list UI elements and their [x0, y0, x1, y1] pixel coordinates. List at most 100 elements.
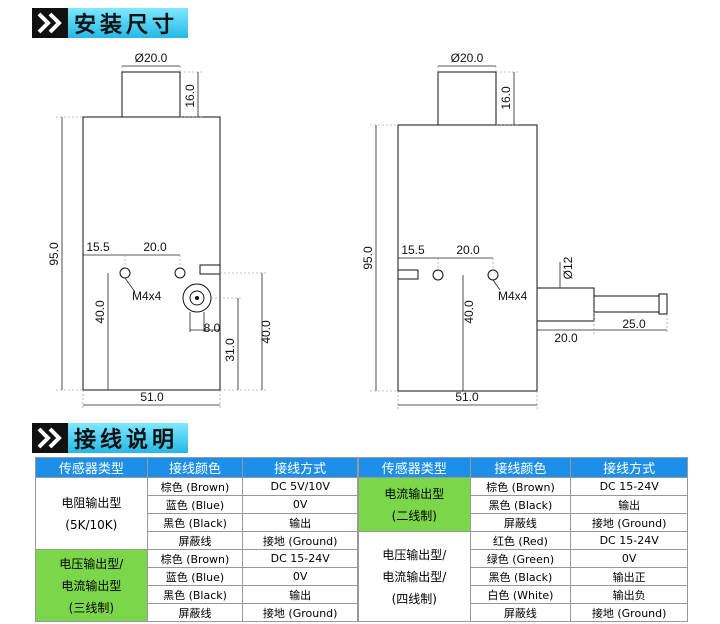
sensor-type-line: (三线制) [68, 600, 115, 615]
right-d20-label: 20.0 [554, 331, 578, 345]
table-row: 白色 (White)输出负 [359, 585, 688, 604]
sensor-type-cell: 电流输出型 (二线制) [358, 477, 471, 532]
wiring-table-right: 传感器类型 接线颜色 接线方式 电流输出型 (二线制) 棕色 (Brown)DC 1… [358, 457, 688, 622]
sensor-type-line: (二线制) [391, 508, 437, 523]
table-row: 屏蔽线接地 (Ground) [359, 603, 688, 622]
right-hole-2 [487, 269, 499, 281]
sensor-type-cell: 电阻输出型 (5K/10K) [35, 477, 148, 550]
wire-color-cell: 黑色 (Black) [469, 567, 572, 586]
table-row: 电流输出型 (二线制) 棕色 (Brown)DC 15-24V [358, 477, 688, 532]
right-dia-cable-label: Ø12 [561, 256, 575, 279]
table-row: 蓝色 (Blue)0V [36, 495, 358, 514]
double-chevron-icon [32, 8, 68, 38]
wiring-cell: 0V [242, 567, 358, 586]
right-cable-gland [536, 287, 595, 322]
left-h40b-label: 40.0 [259, 320, 273, 344]
wiring-cell: 输出正 [570, 567, 688, 586]
wiring-cell: DC 5V/10V [242, 477, 358, 496]
table-row: 黑色 (Black)输出 [359, 495, 688, 514]
wire-color-cell: 屏蔽线 [146, 531, 244, 550]
table-row: 屏蔽线接地 (Ground) [36, 531, 358, 550]
col-sensor-type: 传感器类型 [35, 457, 148, 478]
wiring-cell: 接地 (Ground) [242, 603, 358, 622]
wire-color-cell: 黑色 (Black) [146, 513, 244, 532]
right-hole-label: M4x4 [498, 289, 528, 303]
wiring-header: 接线说明 [32, 423, 189, 453]
col-wire-color: 接线颜色 [146, 457, 244, 478]
wiring-cell: 接地 (Ground) [570, 513, 688, 532]
wire-color-cell: 黑色 (Black) [146, 585, 244, 604]
wire-color-cell: 棕色 (Brown) [146, 549, 244, 568]
left-hole-2 [174, 267, 186, 279]
right-height-label: 95.0 [361, 246, 375, 270]
sensor-type-line: (5K/10K) [65, 517, 118, 532]
wire-color-cell: 黑色 (Black) [469, 495, 572, 514]
wire-color-cell: 红色 (Red) [469, 531, 572, 550]
left-d31-label: 31.0 [223, 338, 237, 362]
table-row: 电压输出型/电流输出型/(四线制)红色 (Red)DC 15-24V [358, 531, 688, 622]
left-h40a-label: 40.0 [93, 300, 107, 324]
right-cable [593, 295, 667, 313]
wiring-cell: DC 15-24V [570, 477, 688, 496]
wire-color-cell: 屏蔽线 [146, 603, 244, 622]
wire-color-cell: 屏蔽线 [469, 513, 572, 532]
wiring-cell: 输出负 [570, 585, 688, 604]
left-drawing: Ø20.0 16.0 95.0 15.5 20.0 M4x4 40.0 8.0 … [47, 51, 273, 409]
wiring-title: 接线说明 [68, 423, 189, 453]
wire-color-cell: 蓝色 (Blue) [146, 567, 244, 586]
right-dia-top-label: Ø20.0 [451, 51, 484, 65]
left-slot [199, 264, 221, 275]
right-d2-label: 20.0 [456, 243, 480, 257]
col-wiring: 接线方式 [570, 457, 688, 478]
col-wire-color: 接线颜色 [469, 457, 572, 478]
table-row: 黑色 (Black)输出正 [359, 567, 688, 586]
left-top-h-label: 16.0 [183, 84, 197, 108]
table-row: 电压输出型/电流输出型 (三线制) 棕色 (Brown)DC 15-24V [35, 549, 358, 622]
wire-color-cell: 屏蔽线 [469, 603, 572, 622]
wiring-table-left: 传感器类型 接线颜色 接线方式 电阻输出型(5K/10K)棕色 (Brown)D… [35, 457, 358, 622]
left-d2-label: 20.0 [143, 240, 167, 254]
wiring-cell: DC 15-24V [242, 549, 358, 568]
wiring-cell: 输出 [242, 585, 358, 604]
left-body [82, 116, 221, 391]
left-height-label: 95.0 [47, 242, 61, 266]
wiring-cell: 输出 [242, 513, 358, 532]
wire-color-cell: 白色 (White) [469, 585, 572, 604]
wiring-cell: 0V [570, 549, 688, 568]
sensor-type-line: 电压输出型/ [59, 556, 124, 571]
left-hole-label: M4x4 [132, 289, 162, 303]
wire-color-cell: 绿色 (Green) [469, 549, 572, 568]
right-hole-1 [432, 269, 444, 281]
sensor-type-cell: 电压输出型/电流输出型 (三线制) [35, 549, 148, 622]
double-chevron-icon [32, 423, 68, 453]
dimension-drawings: Ø20.0 16.0 95.0 15.5 20.0 M4x4 40.0 8.0 … [47, 51, 668, 409]
right-cable-end [658, 293, 668, 315]
col-wiring: 接线方式 [242, 457, 358, 478]
wire-color-cell: 棕色 (Brown) [146, 477, 244, 496]
right-drawing: Ø20.0 16.0 95.0 15.5 20.0 M4x4 40.0 Ø12 … [361, 51, 668, 409]
left-d8-label: 8.0 [204, 321, 221, 335]
sensor-type-line: 电流输出型/ [382, 569, 447, 584]
table-row: 电阻输出型 (5K/10K) 棕色 (Brown)DC 5V/10V [35, 477, 358, 550]
col-sensor-type: 传感器类型 [358, 457, 471, 478]
wiring-cell: 接地 (Ground) [570, 603, 688, 622]
right-h40-label: 40.0 [462, 300, 476, 324]
sensor-type-line: 电阻输出型 [61, 495, 122, 510]
right-d25-label: 25.0 [622, 317, 646, 331]
sensor-type-line: 电流输出型 [384, 486, 445, 501]
wire-color-cell: 棕色 (Brown) [469, 477, 572, 496]
left-d1-label: 15.5 [86, 240, 110, 254]
right-d1-label: 15.5 [401, 243, 425, 257]
right-width-label: 51.0 [455, 390, 479, 404]
sensor-type-cell: 电压输出型/电流输出型/ (四线制) [358, 531, 471, 622]
left-width-label: 51.0 [140, 390, 164, 404]
wiring-cell: 接地 (Ground) [242, 531, 358, 550]
wire-color-cell: 蓝色 (Blue) [146, 495, 244, 514]
left-top-cylinder [121, 71, 181, 118]
sensor-type-line: 电流输出型 [61, 578, 122, 593]
right-slot [397, 269, 419, 280]
table-row: 屏蔽线接地 (Ground) [36, 603, 358, 622]
sensor-type-line: 电压输出型/ [382, 547, 447, 562]
sensor-type-line: (四线制) [391, 591, 437, 606]
right-top-h-label: 16.0 [499, 86, 513, 110]
